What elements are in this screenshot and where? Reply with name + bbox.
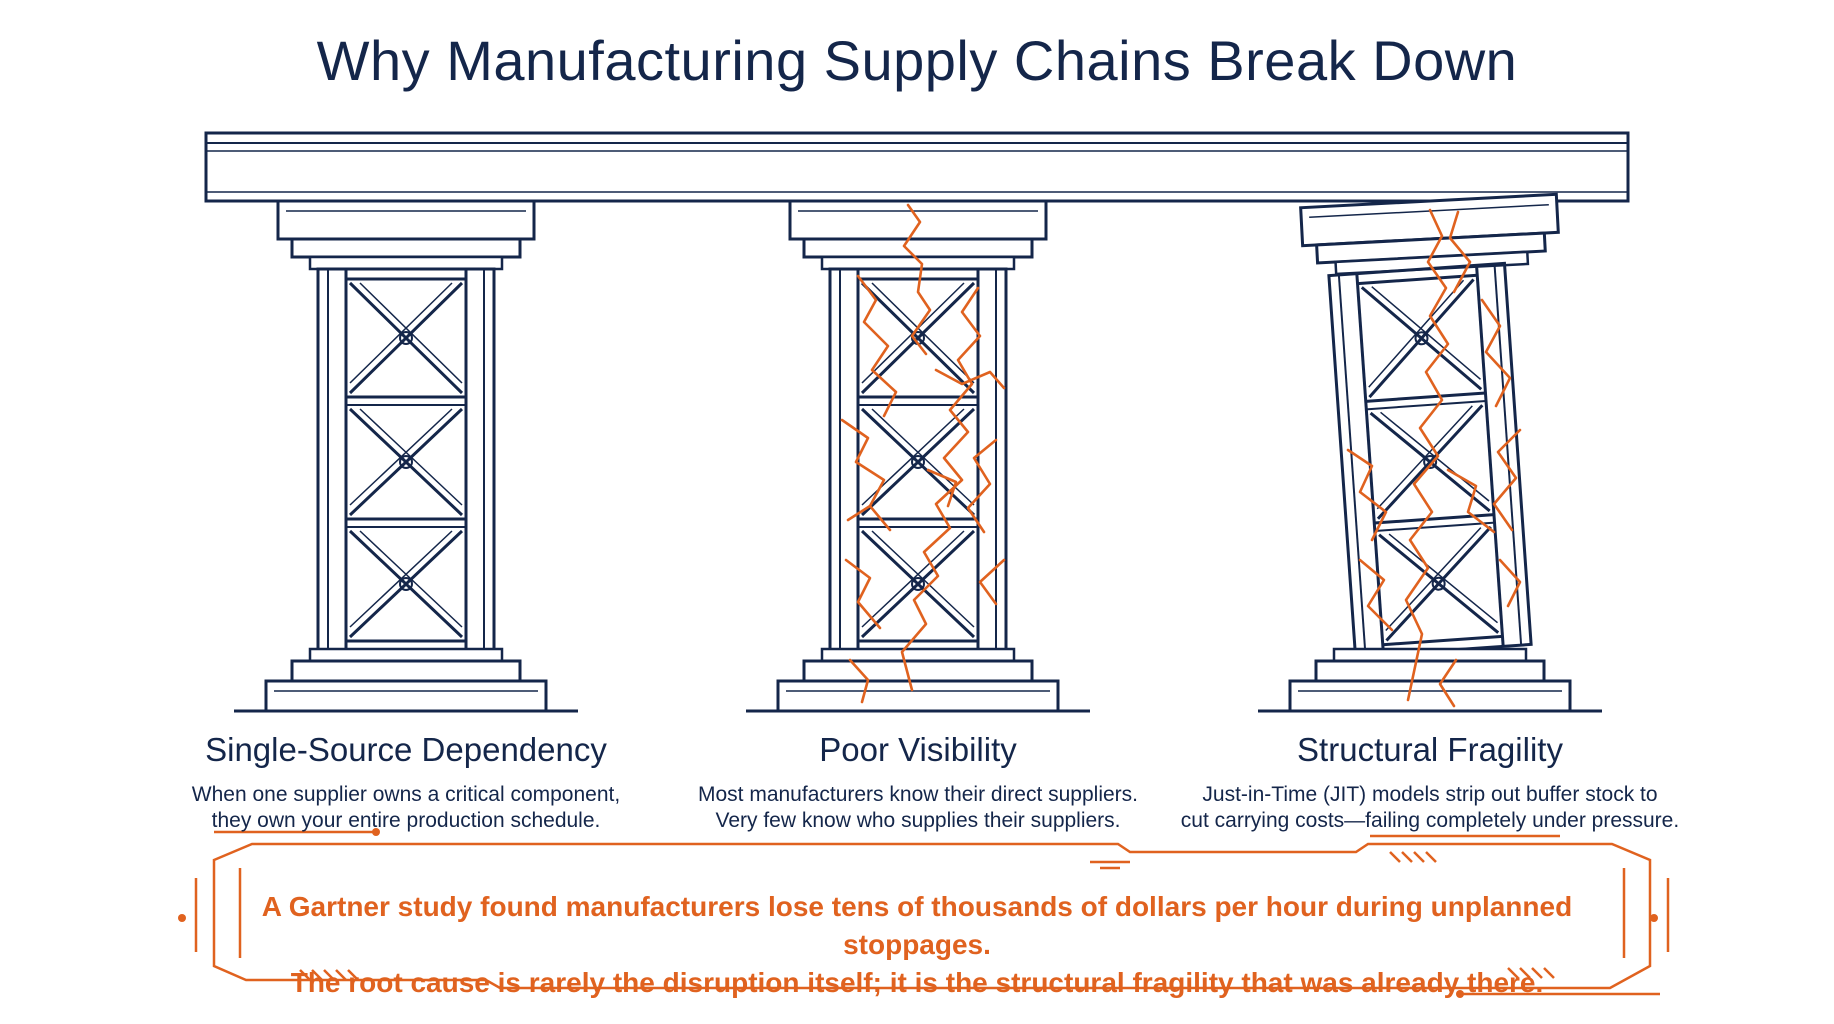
pillar-description: Just-in-Time (JIT) models strip out buff…: [1150, 782, 1710, 834]
pillar-intact: [232, 199, 580, 713]
callout-line: A Gartner study found manufacturers lose…: [261, 891, 1573, 960]
description-line: When one supplier owns a critical compon…: [191, 783, 621, 807]
description-line: Very few know who supplies their supplie…: [715, 809, 1121, 833]
pillar-caption-structural-fragility: Structural Fragility Just-in-Time (JIT) …: [1150, 731, 1710, 834]
description-line: Just-in-Time (JIT) models strip out buff…: [1202, 783, 1658, 807]
crack-lines: [840, 203, 1006, 704]
pillar-title: Poor Visibility: [819, 731, 1017, 768]
bridge-deck: [204, 131, 1630, 203]
pillar-title: Structural Fragility: [1297, 731, 1563, 768]
description-line: they own your entire production schedule…: [211, 809, 601, 833]
callout-line: The root cause is rarely the disruption …: [290, 967, 1544, 998]
pillar-caption-poor-visibility: Poor Visibility Most manufacturers know …: [638, 731, 1198, 834]
pillar-description: Most manufacturers know their direct sup…: [638, 782, 1198, 834]
callout-text: A Gartner study found manufacturers lose…: [200, 888, 1634, 1002]
callout-dots: [178, 828, 1658, 998]
pillar-description: When one supplier owns a critical compon…: [126, 782, 686, 834]
callout-frame: [194, 830, 1670, 996]
description-line: Most manufacturers know their direct sup…: [697, 783, 1138, 807]
description-line: cut carrying costs—failing completely un…: [1180, 809, 1680, 833]
pillar-fragile: [1256, 192, 1604, 713]
pillar-cracked: [744, 199, 1092, 713]
page-title: Why Manufacturing Supply Chains Break Do…: [316, 29, 1518, 92]
pillar-title: Single-Source Dependency: [205, 731, 607, 768]
pillar-caption-single-source: Single-Source Dependency When one suppli…: [126, 731, 686, 834]
